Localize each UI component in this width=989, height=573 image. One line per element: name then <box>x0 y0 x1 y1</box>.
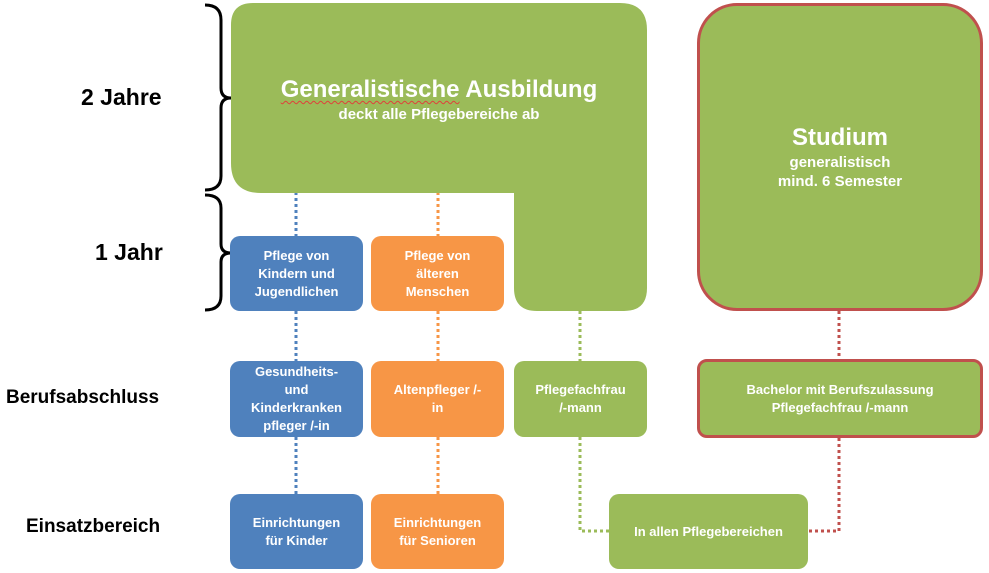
studium-line-1: generalistisch <box>789 154 891 171</box>
label-2-years: 2 Jahre <box>81 84 162 110</box>
degree-children-line: Kinderkranken <box>250 400 343 415</box>
studium-title: Studium <box>792 124 888 151</box>
spec-children-line: Kindern und <box>258 265 335 281</box>
spec-elderly-line: älteren <box>416 265 459 281</box>
field-children-box: Einrichtungen für Kinder <box>230 494 363 569</box>
field-elderly-box: Einrichtungen für Senioren <box>371 494 504 569</box>
degree-children-box: Gesundheits- und Kinderkranken pfleger /… <box>230 361 363 437</box>
studium-box: Studium generalistisch mind. 6 Semester <box>697 3 983 311</box>
spec-elderly-line: Pflege von <box>404 247 471 263</box>
label-degree: Berufsabschluss <box>6 387 160 408</box>
label-field: Einsatzbereich <box>26 516 161 537</box>
studium-line-2: mind. 6 Semester <box>777 173 903 190</box>
degree-generalist-line: /-mann <box>559 400 602 415</box>
line-green-2 <box>578 437 609 533</box>
degree-children-line: pfleger /-in <box>263 418 330 433</box>
spec-elderly-line: Menschen <box>405 283 470 299</box>
degree-bachelor-box: Bachelor mit Berufszulassung Pflegefachf… <box>697 359 983 438</box>
degree-generalist-box: Pflegefachfrau /-mann <box>514 361 647 437</box>
degree-bachelor-line: Pflegefachfrau /-mann <box>771 399 909 415</box>
line-red-2 <box>808 438 841 533</box>
degree-elderly-box: Altenpfleger /- in <box>371 361 504 437</box>
degree-generalist-line: Pflegefachfrau <box>535 382 626 397</box>
generalist-title: Generalistische Ausbildung <box>280 76 598 103</box>
generalist-shape <box>231 3 647 311</box>
degree-elderly-line: in <box>431 400 444 415</box>
degree-children-line: und <box>284 382 309 397</box>
generalist-subtitle: deckt alle Pflegebereiche ab <box>338 106 540 123</box>
degree-bachelor-line: Bachelor mit Berufszulassung <box>746 381 934 397</box>
generalist-training: Generalistische Ausbildung deckt alle Pf… <box>231 60 647 140</box>
field-all-label: In allen Pflegebereichen <box>634 523 783 539</box>
spec-children-line: Jugendlichen <box>254 283 339 299</box>
spec-elderly-box: Pflege von älteren Menschen <box>371 236 504 311</box>
degree-elderly-line: Altenpfleger /- <box>393 382 482 397</box>
field-elderly-line: Einrichtungen <box>393 514 482 530</box>
field-all-box: In allen Pflegebereichen <box>609 494 808 569</box>
brace-2-years <box>204 3 232 192</box>
field-children-line: Einrichtungen <box>252 514 341 530</box>
degree-children-line: Gesundheits- <box>254 364 339 379</box>
field-elderly-line: für Senioren <box>399 532 476 548</box>
label-1-year: 1 Jahr <box>95 239 163 265</box>
spec-children-line: Pflege von <box>263 247 330 263</box>
brace-1-year <box>204 193 232 312</box>
field-children-line: für Kinder <box>265 532 328 548</box>
spec-children-box: Pflege von Kindern und Jugendlichen <box>230 236 363 311</box>
